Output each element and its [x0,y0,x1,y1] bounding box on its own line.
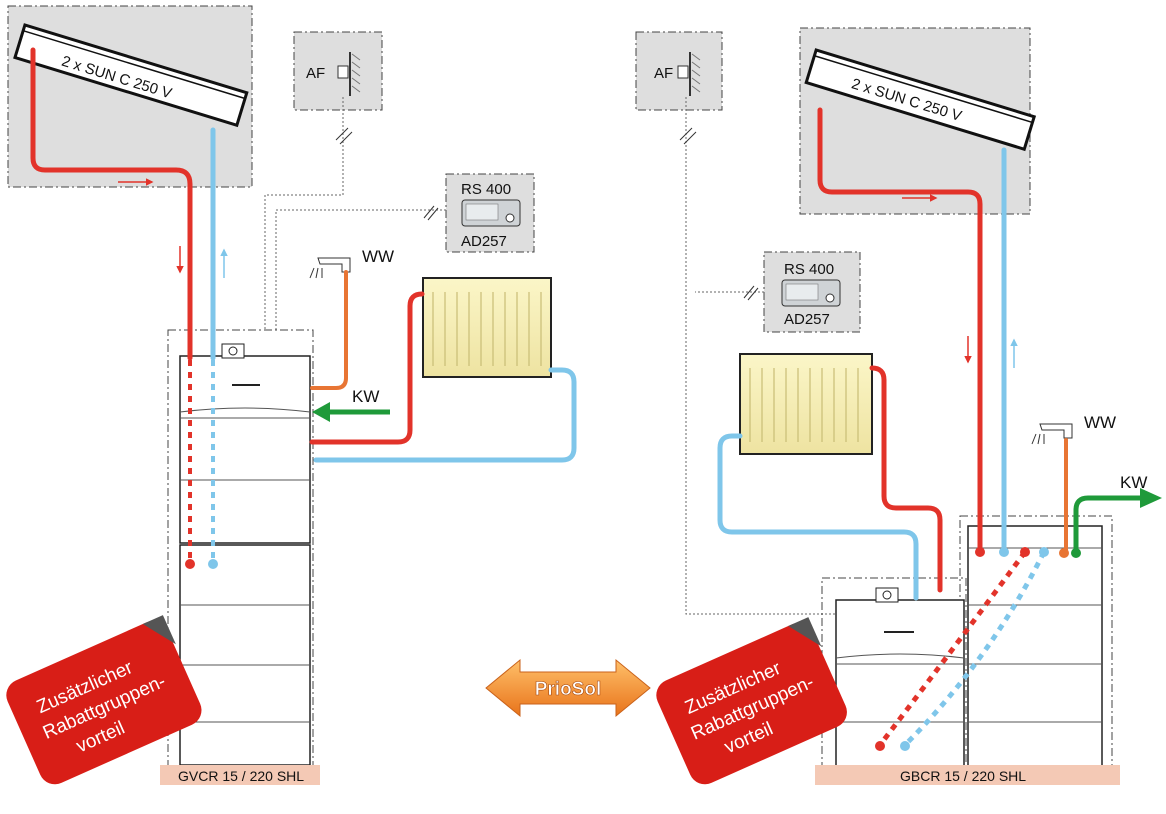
right-solar-flow-pipe [817,107,983,551]
right-heating-flow-pipe [869,365,943,593]
left-hot-water-label: WW [362,247,394,266]
right-cold-water-arrow [1140,488,1162,508]
right-discount-badge: Zusätzlicher Rabattgruppen- vorteil [656,617,847,785]
left-heating-return-pipe [313,367,577,463]
left-outdoor-sensor-icon [337,52,361,96]
right-floor [815,765,1120,785]
left-hot-water-tap-icon [309,257,351,279]
right-hot-water-label: WW [1084,413,1116,432]
left-floor [160,765,320,785]
right-hot-water-tap-icon [1031,423,1073,445]
right-radiator [739,353,873,455]
right-controller-code: AD257 [784,311,830,328]
left-solar-flow-pipe [30,47,193,361]
priosol-label: PrioSol [535,679,602,700]
right-outdoor-sensor-label: AF [654,65,673,82]
priosol-badge: PrioSol [485,658,651,718]
left-boiler [179,343,311,766]
left-cold-water-arrow [312,402,330,422]
left-discount-badge: Zusätzlicher Rabattgruppen- vorteil [6,615,202,785]
left-hot-water-pipe [310,270,348,390]
right-system: AF 2 x SUN C 250 V RS 400 AD257 [635,27,1162,785]
left-cold-water-label: KW [352,387,379,406]
right-boiler [835,587,965,767]
left-radiator [422,277,552,378]
right-outdoor-sensor-icon [677,52,701,96]
left-controller-code: AD257 [461,233,507,250]
left-boiler-label: GVCR 15 / 220 SHL [178,768,304,784]
left-controller-model: RS 400 [461,181,511,198]
right-boiler-label: GBCR 15 / 220 SHL [900,768,1026,784]
right-cold-water-label: KW [1120,473,1147,492]
left-system: 2 x SUN C 250 V AF RS 400 AD257 [6,5,577,785]
right-heating-return-pipe [717,433,919,601]
right-cold-water-pipe [1073,495,1143,553]
left-heating-flow-pipe [309,291,425,445]
right-controller-model: RS 400 [784,261,834,278]
left-outdoor-sensor-label: AF [306,65,325,82]
